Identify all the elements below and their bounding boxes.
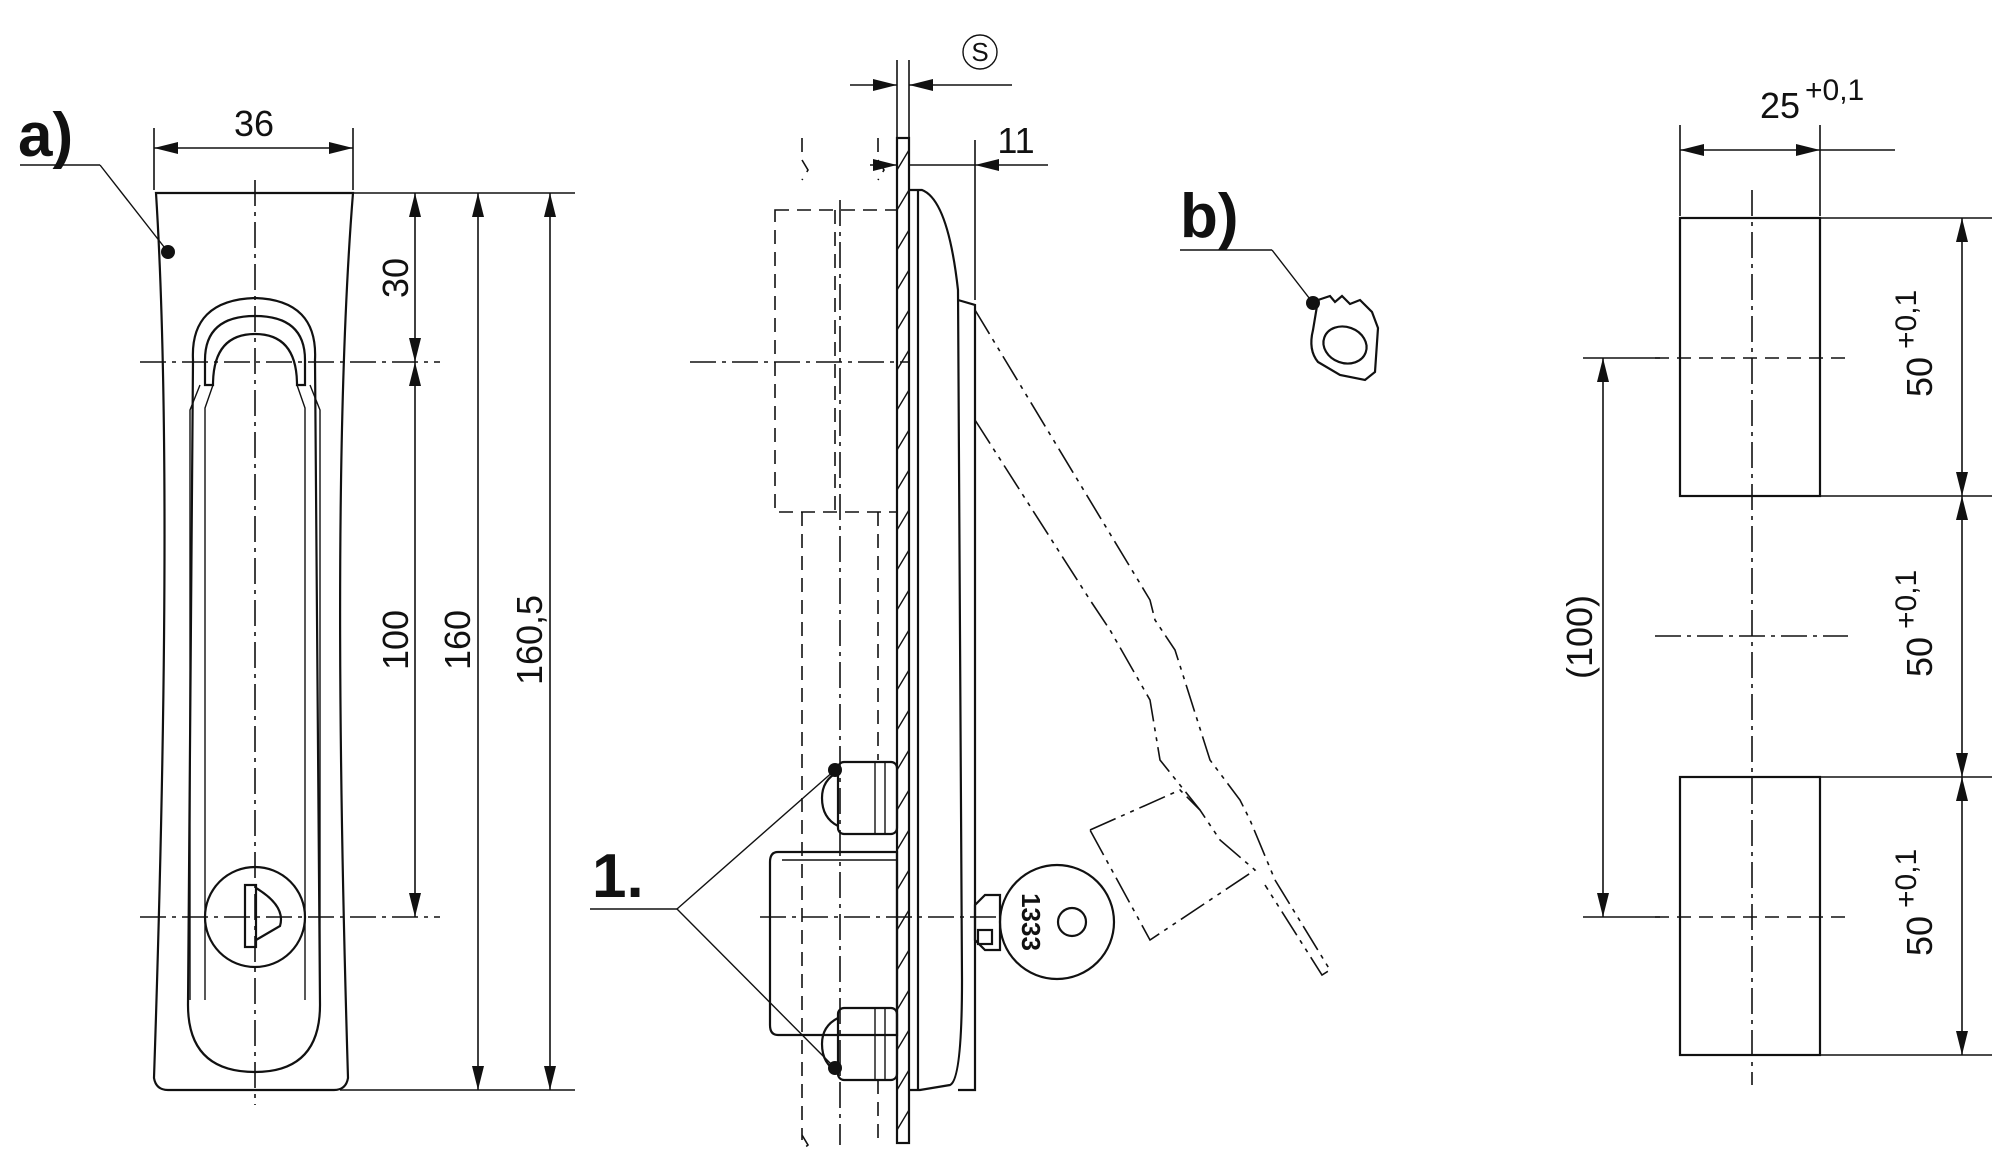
dim-160: 160	[437, 610, 478, 670]
side-view: 1333 S 11 1.	[590, 34, 1332, 1151]
dim-30: 30	[375, 258, 416, 298]
cutout-view: 25 +0,1 50 +0,1 50 +0,1 50 +0,1	[1559, 74, 1992, 1085]
dim-50-top: 50	[1899, 357, 1940, 397]
label-a: a)	[18, 101, 73, 170]
dim-25: 25	[1760, 85, 1800, 126]
dim-100: 100	[375, 610, 416, 670]
detail-b-cam: b)	[1180, 182, 1380, 382]
front-view-handle: a) 36 30 100 160 160,5	[18, 101, 575, 1105]
dim-50-bottom: 50	[1899, 916, 1940, 956]
dim-50-bottom-tol: +0,1	[1890, 849, 1923, 908]
label-1: 1.	[592, 842, 644, 911]
key-number: 1333	[1016, 893, 1046, 951]
dim-11: 11	[997, 120, 1034, 161]
dim-50-top-tol: +0,1	[1890, 290, 1923, 349]
label-b: b)	[1180, 182, 1239, 251]
dim-36: 36	[234, 103, 274, 144]
dim-100-spacing: (100)	[1559, 595, 1600, 679]
dim-s: S	[971, 37, 988, 67]
dim-160-5: 160,5	[509, 595, 550, 685]
dim-25-tol: +0,1	[1805, 74, 1864, 107]
dim-50-middle: 50	[1899, 637, 1940, 677]
dim-50-middle-tol: +0,1	[1890, 570, 1923, 629]
